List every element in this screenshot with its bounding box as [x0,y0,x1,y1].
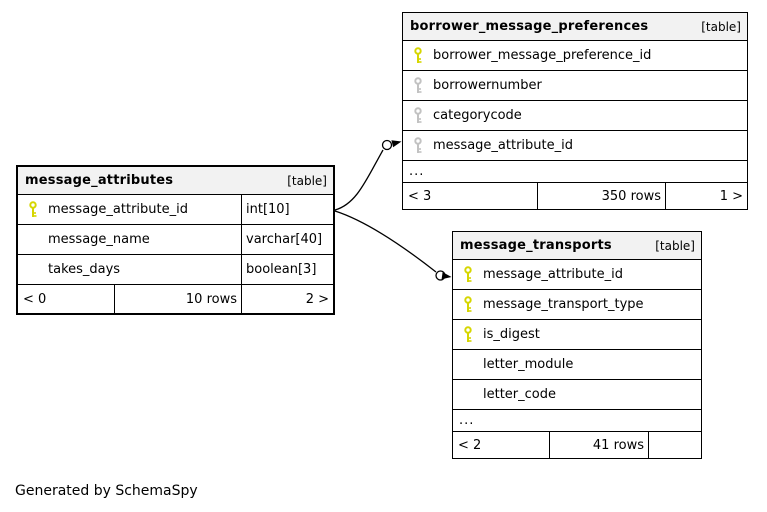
column-name: takes_days [48,262,121,277]
table-borrower-message-preferences[interactable]: borrower_message_preferences [table] bor… [402,12,748,210]
edge-arrowhead [391,140,402,148]
foreign-key-icon [413,107,423,124]
footer-next-count [649,432,701,458]
primary-key-icon [463,296,473,313]
footer-row-count: 350 rows [538,183,666,209]
table-title[interactable]: message_transports [460,238,612,253]
table-title[interactable]: message_attributes [25,173,174,188]
column-name: borrowernumber [433,78,542,93]
primary-key-icon [413,47,423,64]
foreign-key-icon [413,137,423,154]
primary-key-icon [463,266,473,283]
table-footer: < 3 350 rows 1 > [403,183,747,209]
fk-edge-message-transports [334,210,452,281]
edge-arrowhead [441,272,452,280]
footer-next-count: 2 > [305,291,329,307]
table-message-transports[interactable]: message_transports [table] message_attri… [452,231,702,459]
table-header[interactable]: message_attributes [table] [18,167,333,195]
column-name: letter_code [483,387,556,402]
column-row: borrowernumber [403,71,747,101]
footer-prev-count: < 2 [453,432,550,458]
footer-prev-count: < 0 [18,285,115,313]
table-type-tag: [table] [701,19,741,34]
footer-row-count: 10 rows [115,285,242,313]
zero-cardinality-circle [435,270,446,281]
column-name: is_digest [483,327,540,342]
column-name: letter_module [483,357,574,372]
footer-next-count: 1 > [719,188,743,204]
column-row: message_name varchar[40] [18,225,333,255]
column-type: int[10] [246,202,290,217]
hidden-columns-ellipsis: ... [403,161,747,183]
footer-prev-count: < 3 [403,183,538,209]
column-row: message_attribute_id [453,260,701,290]
primary-key-icon [463,326,473,343]
fk-edge-borrower-message-preferences [334,139,402,211]
column-name: message_name [48,232,150,247]
hidden-columns-ellipsis: ... [453,410,701,432]
column-name: categorycode [433,108,522,123]
column-row: takes_days boolean[3] [18,255,333,285]
footer-row-count: 41 rows [550,432,649,458]
zero-cardinality-circle [381,139,393,151]
column-row: is_digest [453,320,701,350]
table-footer: < 2 41 rows [453,432,701,458]
column-row: borrower_message_preference_id [403,41,747,71]
generated-by-label: Generated by SchemaSpy [15,483,198,499]
column-name: borrower_message_preference_id [433,48,652,63]
table-header[interactable]: message_transports [table] [453,232,701,260]
column-name: message_transport_type [483,297,644,312]
column-row: message_transport_type [453,290,701,320]
column-row: categorycode [403,101,747,131]
table-message-attributes[interactable]: message_attributes [table] message_attri… [16,165,335,315]
table-type-tag: [table] [655,238,695,253]
table-type-tag: [table] [287,173,327,188]
column-row: letter_module [453,350,701,380]
column-row: message_attribute_id [403,131,747,161]
column-type: boolean[3] [246,262,317,277]
column-name: message_attribute_id [48,202,188,217]
table-title[interactable]: borrower_message_preferences [410,19,649,34]
column-type: varchar[40] [246,232,323,247]
table-header[interactable]: borrower_message_preferences [table] [403,13,747,41]
column-row: letter_code [453,380,701,410]
column-name: message_attribute_id [433,138,573,153]
column-row: message_attribute_id int[10] [18,195,333,225]
primary-key-icon [28,201,38,218]
foreign-key-icon [413,77,423,94]
column-name: message_attribute_id [483,267,623,282]
table-footer: < 0 10 rows 2 > [18,285,333,313]
